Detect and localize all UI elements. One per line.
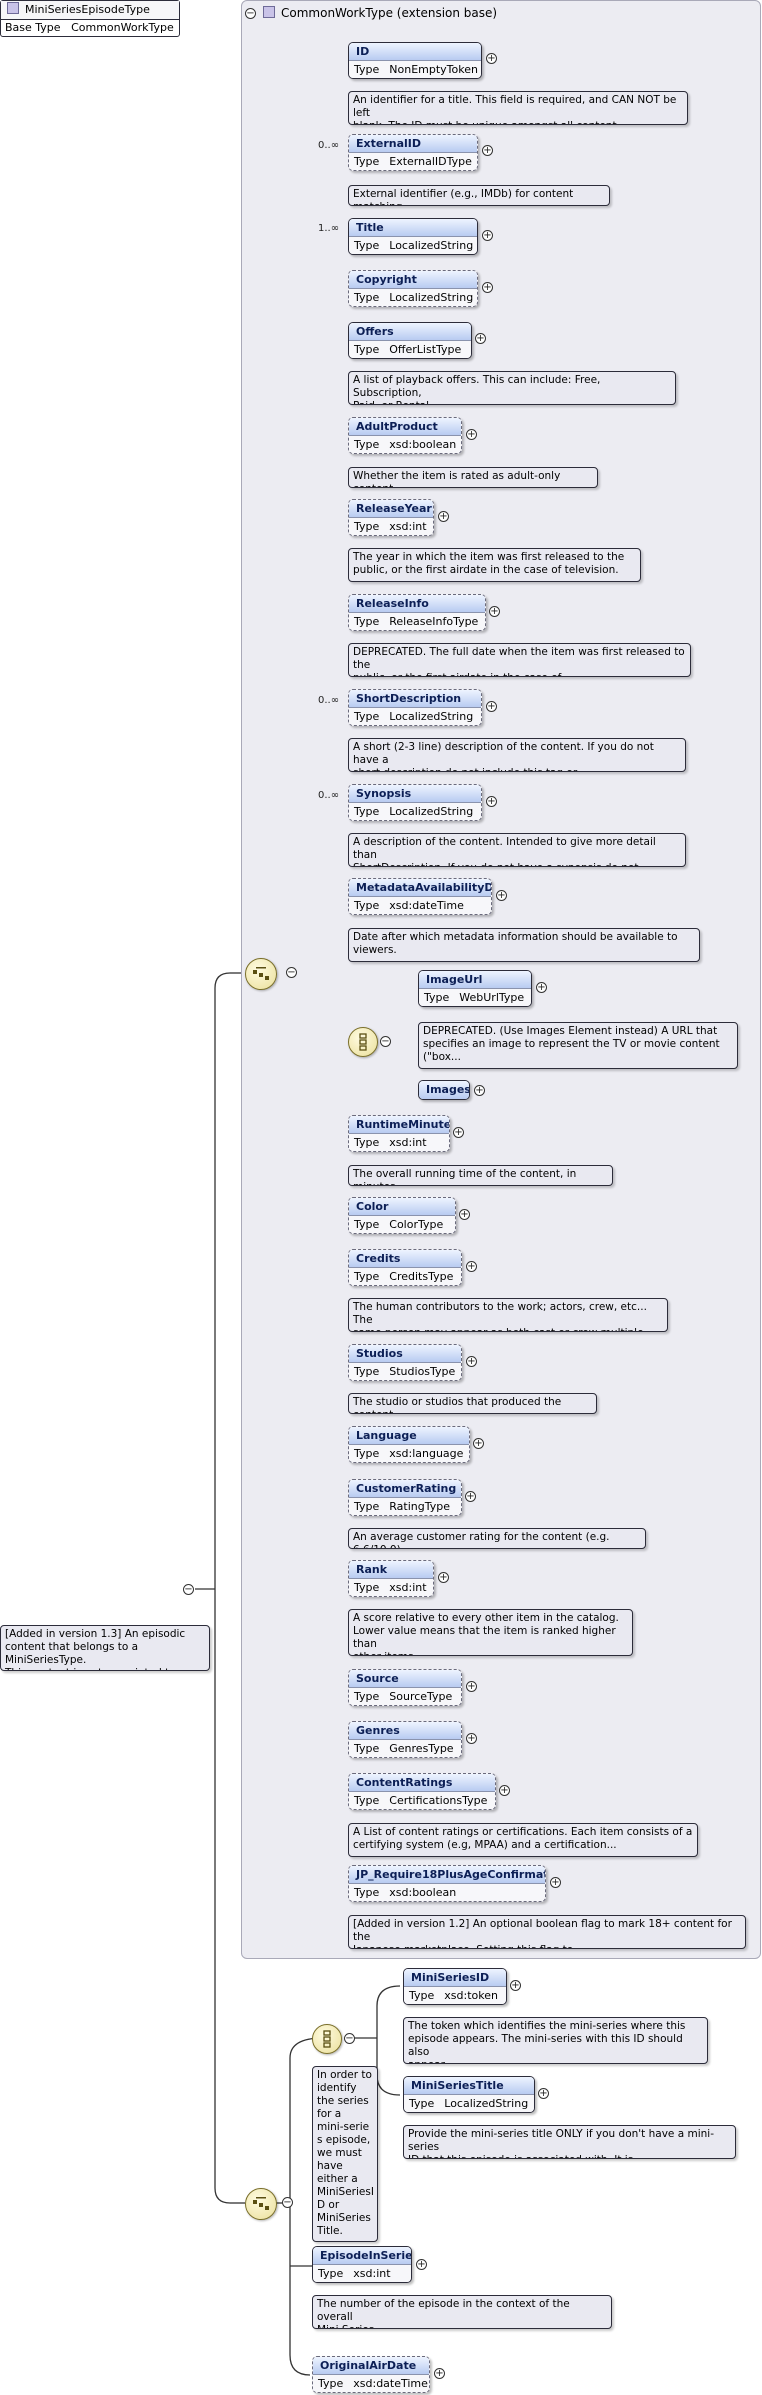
expand-toggle[interactable]: + (486, 701, 497, 712)
element-releaseyear-doc: The year in which the item was first rel… (348, 548, 641, 582)
expand-toggle[interactable]: + (482, 230, 493, 241)
element-id-doc: An identifier for a title. This field is… (348, 91, 688, 125)
element-releaseinfo-doc: DEPRECATED. The full date when the item … (348, 643, 691, 677)
complex-type-icon (7, 2, 19, 14)
element-contentratings-doc: A List of content ratings or certificati… (348, 1823, 698, 1857)
element-customerrating-doc: An average customer rating for the conte… (348, 1528, 646, 1549)
expand-toggle[interactable]: + (459, 1209, 470, 1220)
expand-toggle[interactable]: + (438, 1572, 449, 1583)
expand-toggle[interactable]: + (510, 1980, 521, 1991)
element-adultproduct-doc: Whether the item is rated as adult-only … (348, 467, 598, 488)
element-studios-doc: The studio or studios that produced the … (348, 1393, 597, 1414)
expand-toggle[interactable]: + (536, 982, 547, 993)
element-runtimeminutes-doc: The overall running time of the content,… (348, 1165, 613, 1186)
expand-toggle[interactable]: + (550, 1877, 561, 1888)
expand-toggle[interactable]: + (434, 2368, 445, 2379)
choice-compositor-icon[interactable] (348, 1027, 378, 1057)
element-miniseriesid-doc: The token which identifies the mini-seri… (403, 2017, 708, 2064)
element-rank-doc: A score relative to every other item in … (348, 1609, 633, 1656)
root-type-header: MiniSeriesEpisodeType (1, 1, 179, 20)
root-collapse-toggle[interactable]: − (183, 1584, 194, 1595)
sequence-compositor-icon[interactable] (245, 2188, 277, 2220)
choice-collapse-toggle[interactable]: − (344, 2033, 355, 2044)
choice-doc: In order to identify the series for a mi… (312, 2066, 378, 2242)
expand-toggle[interactable]: + (465, 1491, 476, 1502)
choice-compositor-icon[interactable] (312, 2024, 342, 2054)
expand-toggle[interactable]: + (453, 1127, 464, 1138)
element-metadataavailabilitydate[interactable]: MetadataAvailabilityDate Typexsd:dateTim… (348, 878, 492, 915)
panel-collapse-toggle[interactable]: − (245, 8, 256, 19)
expand-toggle[interactable]: + (538, 2088, 549, 2099)
root-base-type: Base Type CommonWorkType (5, 21, 174, 34)
element-metadataavailabilitydate-doc: Date after which metadata information sh… (348, 928, 700, 962)
element-credits-doc: The human contributors to the work; acto… (348, 1298, 668, 1332)
root-type-box[interactable]: MiniSeriesEpisodeType Base Type CommonWo… (0, 0, 180, 37)
expand-toggle[interactable]: + (486, 53, 497, 64)
element-miniseriestitle-doc: Provide the mini-series title ONLY if yo… (403, 2125, 736, 2159)
element-episodeinseries-doc: The number of the episode in the context… (312, 2295, 612, 2329)
root-type-name: MiniSeriesEpisodeType (25, 3, 150, 16)
expand-toggle[interactable]: + (466, 1261, 477, 1272)
expand-toggle[interactable]: + (482, 145, 493, 156)
expand-toggle[interactable]: + (482, 282, 493, 293)
expand-toggle[interactable]: + (466, 429, 477, 440)
complex-type-icon (263, 6, 275, 18)
expand-toggle[interactable]: + (474, 1085, 485, 1096)
expand-toggle[interactable]: + (438, 511, 449, 522)
panel-title: CommonWorkType (extension base) (263, 6, 497, 20)
expand-toggle[interactable]: + (473, 1438, 484, 1449)
expand-toggle[interactable]: + (416, 2259, 427, 2270)
expand-toggle[interactable]: + (499, 1785, 510, 1796)
cardinality-label: 0..∞ (318, 140, 340, 151)
cardinality-label: 1..∞ (318, 223, 340, 234)
element-jp-require18plusageconfirmation[interactable]: JP_Require18PlusAgeConfirmation Typexsd:… (348, 1865, 546, 1902)
expand-toggle[interactable]: + (486, 796, 497, 807)
sequence-collapse-toggle[interactable]: − (286, 967, 297, 978)
root-documentation: [Added in version 1.3] An episodic conte… (0, 1625, 210, 1671)
expand-toggle[interactable]: + (489, 606, 500, 617)
expand-toggle[interactable]: + (466, 1733, 477, 1744)
element-shortdescription-doc: A short (2-3 line) description of the co… (348, 738, 686, 772)
sequence-compositor-icon[interactable] (245, 958, 277, 990)
expand-toggle[interactable]: + (466, 1681, 477, 1692)
element-imageurl-doc: DEPRECATED. (Use Images Element instead)… (418, 1022, 738, 1069)
element-synopsis-doc: A description of the content. Intended t… (348, 833, 686, 867)
cardinality-label: 0..∞ (318, 790, 340, 801)
element-images[interactable]: Images (418, 1080, 470, 1100)
element-externalid-doc: External identifier (e.g., IMDb) for con… (348, 185, 610, 206)
sequence-collapse-toggle[interactable]: − (282, 2197, 293, 2208)
expand-toggle[interactable]: + (466, 1356, 477, 1367)
element-jp-require18plusageconfirmation-doc: [Added in version 1.2] An optional boole… (348, 1915, 746, 1949)
cardinality-label: 0..∞ (318, 695, 340, 706)
choice-collapse-toggle[interactable]: − (380, 1036, 391, 1047)
expand-toggle[interactable]: + (475, 333, 486, 344)
element-offers-doc: A list of playback offers. This can incl… (348, 371, 676, 405)
expand-toggle[interactable]: + (496, 890, 507, 901)
